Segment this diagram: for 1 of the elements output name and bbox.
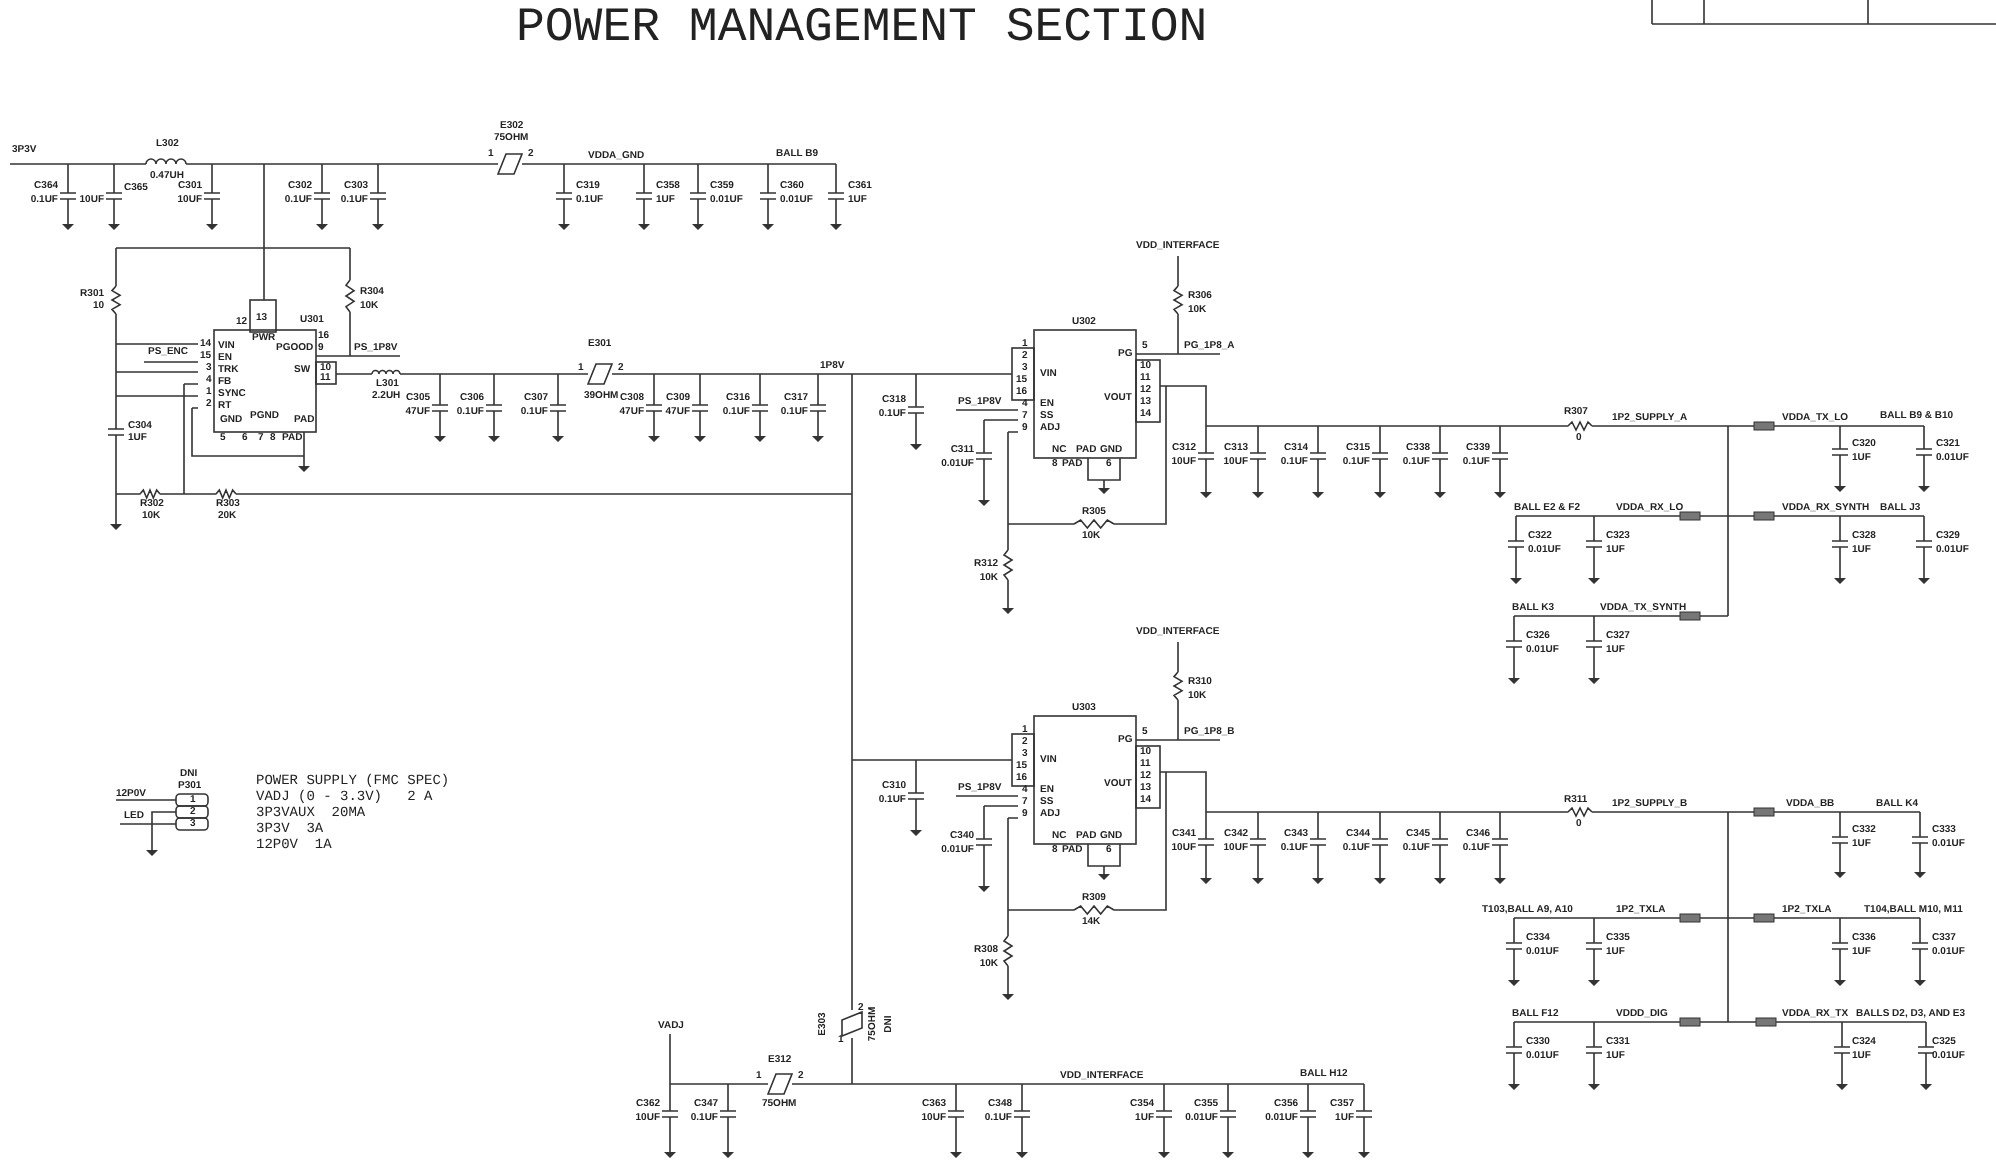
title: POWER MANAGEMENT SECTION <box>516 4 1208 56</box>
